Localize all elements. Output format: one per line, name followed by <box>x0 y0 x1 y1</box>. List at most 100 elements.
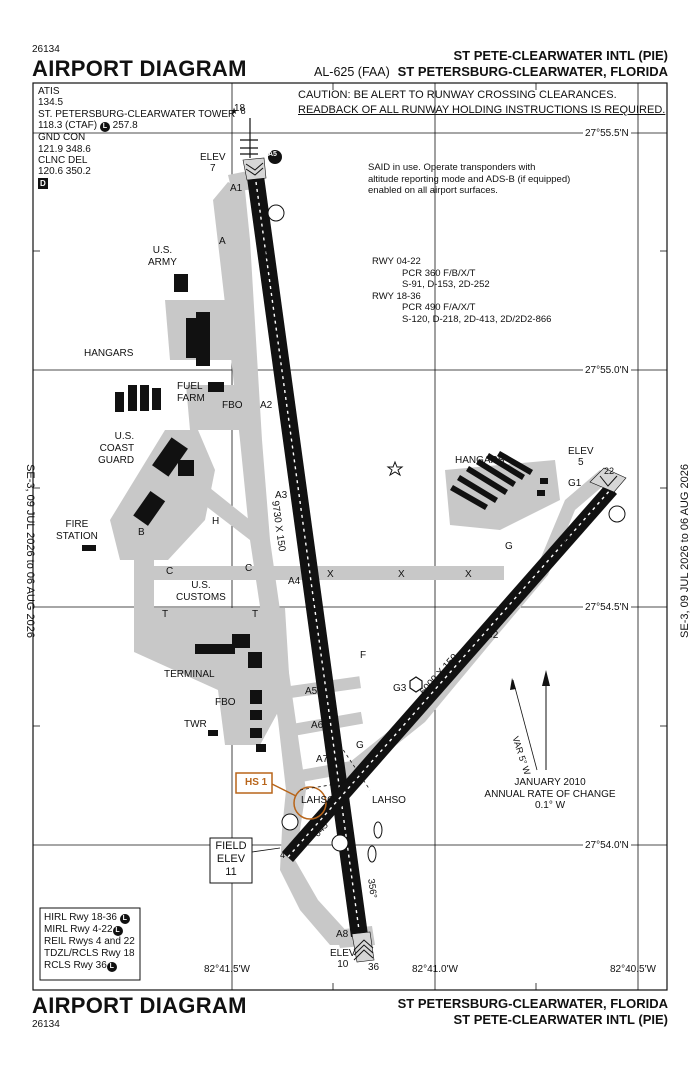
taxiway-label-h: H <box>212 516 220 527</box>
label-us-army: U.S. ARMY <box>148 245 177 268</box>
taxiway-label-x: X <box>398 569 405 580</box>
elev-value: 10 <box>337 959 349 970</box>
city-state-bottom: ST PETERSBURG-CLEARWATER, FLORIDA <box>397 996 668 1011</box>
field-elev-label: ELEV <box>216 853 246 865</box>
label-us-coast-guard: U.S. COAST GUARD <box>98 431 135 466</box>
procedure-number-top: 26134 <box>32 44 60 55</box>
taxiway-label-a3: A3 <box>275 490 288 501</box>
variation-note-line: ANNUAL RATE OF CHANGE <box>484 788 616 800</box>
pcr-rwy-label: RWY 18-36 <box>372 290 421 302</box>
pcr-rwy-label: RWY 04-22 <box>372 256 421 267</box>
pcr-loads: S-120, D-218, 2D-413, 2D/2D2-866 <box>402 313 552 325</box>
lighting-l-icon: L <box>99 122 110 133</box>
taxiway-label-t: T <box>252 609 259 620</box>
lighting-l-icon: L <box>119 914 130 924</box>
clnc-freq: 120.6 350.2 <box>38 166 91 178</box>
label-lahso-2: LAHSO <box>372 795 406 806</box>
label-terminal: TERMINAL <box>164 669 215 680</box>
lat-label: 27°55.0'N <box>583 365 631 376</box>
runway-end-36: 36 <box>368 962 380 973</box>
variation-note-line: 0.1° W <box>534 800 566 811</box>
elev-value: 7 <box>210 163 216 174</box>
label-lahso-1: LAHSO <box>301 795 335 806</box>
pcr-value: PCR 490 F/A/X/T <box>402 302 476 313</box>
taxiway-label-f: F <box>360 650 367 661</box>
lat-label: 27°55.5'N <box>583 128 631 139</box>
lighting-l-icon: L <box>112 926 123 936</box>
taxiway-label-a6: A6 <box>311 720 324 731</box>
lat-label: 27°54.5'N <box>583 602 631 613</box>
taxiway-label-g3: G3 <box>393 683 407 694</box>
taxiway-label-x: X <box>465 569 472 580</box>
airport-beacon-icon: A5 <box>268 151 277 158</box>
tower-label: ST. PETERSBURG-CLEARWATER TOWER <box>38 108 236 120</box>
taxiway-label-g: G <box>505 541 513 552</box>
taxiway-label-g2: G2 <box>485 630 499 641</box>
taxiway-label-a: A <box>219 236 226 247</box>
elev-value: 5 <box>578 457 584 468</box>
taxiway-label-a8: A8 <box>336 929 349 940</box>
chart-title-top: AIRPORT DIAGRAM <box>32 56 247 81</box>
label-hangars-east: HANGARS <box>455 455 505 466</box>
gnd-label: GND CON <box>38 132 86 144</box>
lon-label: 82°41.0'W <box>412 964 458 975</box>
tower-freq: 118.3 (CTAF) <box>38 120 98 132</box>
label-fuel-farm: FUEL FARM <box>177 381 205 404</box>
elev-label: ELEV <box>330 948 356 959</box>
lighting-line: REIL Rwys 4 and 22 <box>44 936 135 947</box>
frequencies-block: ATIS 134.5 ST. PETERSBURG-CLEARWATER TOW… <box>38 86 236 190</box>
chart-title-bottom: AIRPORT DIAGRAM <box>32 993 247 1018</box>
label-fbo-2: FBO <box>215 697 236 708</box>
runway-end-22: 22 <box>604 466 615 476</box>
airport-name-top: ST PETE-CLEARWATER INTL (PIE) <box>453 48 668 63</box>
said-note-line: altitude reporting mode and ADS-B (if eq… <box>368 173 571 185</box>
pcr-block: RWY 04-22 PCR 360 F/B/X/T S-91, D-153, 2… <box>372 256 551 325</box>
pcr-value: PCR 360 F/B/X/T <box>402 267 476 279</box>
runway-end-18: 18 <box>234 103 246 114</box>
elev-label: ELEV <box>200 152 226 163</box>
tower-star-icon: ★ 8 <box>230 106 246 116</box>
lighting-l-icon: L <box>106 962 117 972</box>
said-note-line: SAID in use. Operate transponders with <box>368 162 536 173</box>
said-note-line: enabled on all airport surfaces. <box>368 185 498 196</box>
caution-line-2: READBACK OF ALL RUNWAY HOLDING INSTRUCTI… <box>298 104 666 116</box>
procedure-number-bottom: 26134 <box>32 1019 60 1030</box>
lighting-line: TDZL/RCLS Rwy 18 <box>44 948 135 959</box>
lighting-line: MIRL Rwy 4-22 <box>44 924 113 935</box>
field-elev-value: 11 <box>225 866 237 878</box>
label-us-customs: U.S. CUSTOMS <box>176 580 226 603</box>
taxiway-label-c: C <box>245 563 253 574</box>
label-fbo: FBO <box>222 400 243 411</box>
taxiway-label-a2: A2 <box>260 400 273 411</box>
variation-note-line: JANUARY 2010 <box>514 777 586 788</box>
lon-label: 82°41.5'W <box>204 964 250 975</box>
d-icon: D <box>38 177 48 190</box>
taxiway-label-a4: A4 <box>288 576 301 587</box>
taxiway-label-g: G <box>356 740 364 751</box>
tower-alt-freq: 257.8 <box>112 120 138 132</box>
lighting-line: RCLS Rwy 36 <box>44 960 107 971</box>
lighting-line: HIRL Rwy 18-36 <box>44 912 117 923</box>
city-state-top: ST PETERSBURG-CLEARWATER, FLORIDA <box>397 64 668 79</box>
taxiway-label-a1: A1 <box>230 183 243 194</box>
chart-id: AL-625 (FAA) <box>314 65 390 79</box>
gnd-freq: 121.9 348.6 <box>38 143 91 155</box>
taxiway-label-g1: G1 <box>568 478 582 489</box>
runway-end-4: 4 <box>280 850 286 860</box>
taxiway-label-t: T <box>162 609 169 620</box>
atis-label: ATIS <box>38 86 60 97</box>
taxiway-label-a7: A7 <box>316 754 329 765</box>
taxiway-label-a5: A5 <box>305 686 318 697</box>
label-twr: TWR <box>184 719 207 730</box>
taxiway-label-b: B <box>138 527 145 538</box>
field-elevation: FIELD ELEV 11 <box>210 840 252 879</box>
label-hangars-west: HANGARS <box>84 348 134 359</box>
clnc-label: CLNC DEL <box>38 155 88 167</box>
lon-label: 82°40.5'W <box>610 964 656 975</box>
field-elev-label: FIELD <box>215 840 247 852</box>
